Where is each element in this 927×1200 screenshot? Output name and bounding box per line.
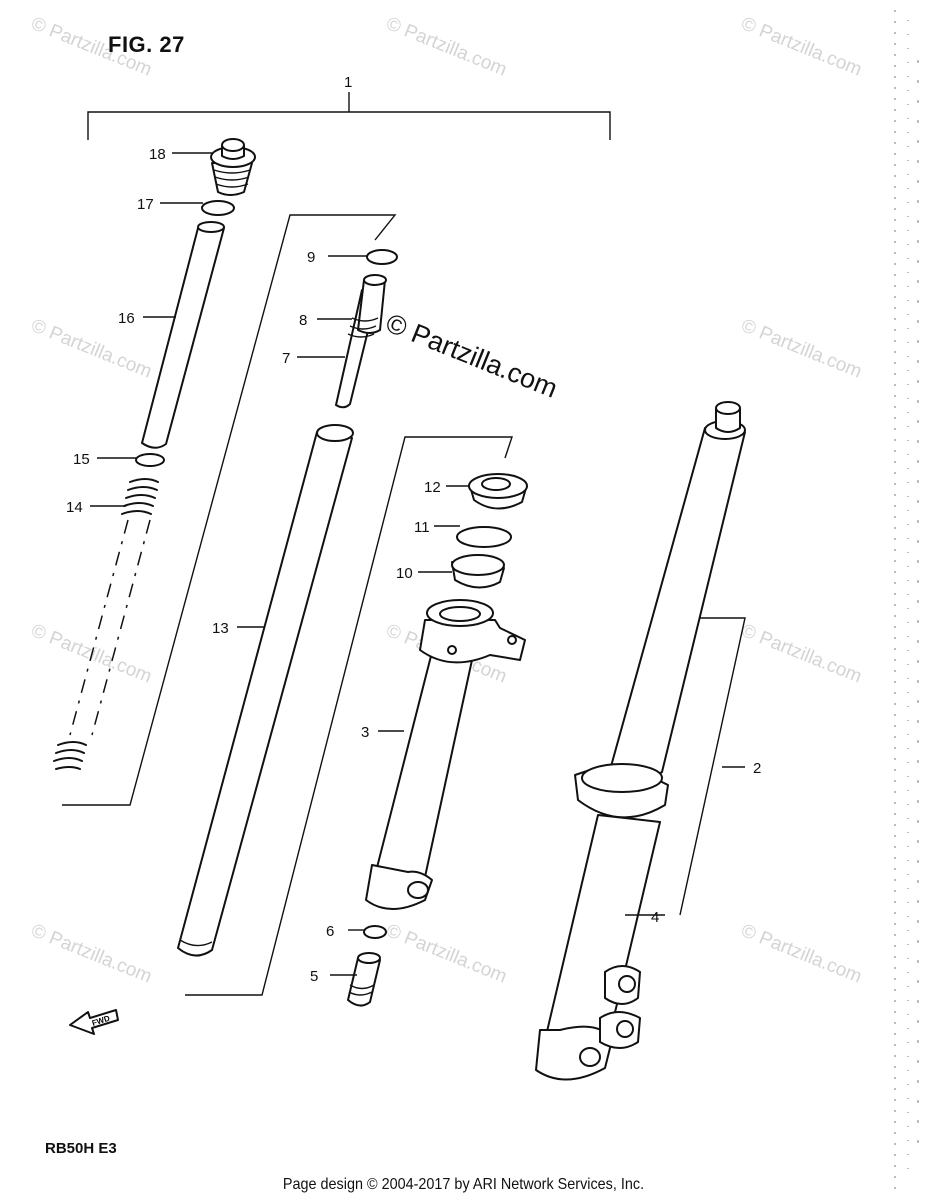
callout-11: 11 <box>414 519 430 536</box>
watermark-tile: © Partzilla.com <box>738 920 865 987</box>
callout-15: 15 <box>73 451 90 468</box>
watermark-tile: © Partzilla.com <box>28 920 155 987</box>
scan-edge-noise <box>894 10 919 1190</box>
callout-8: 8 <box>299 312 307 329</box>
callout-7: 7 <box>282 350 290 367</box>
part-fork-spring <box>53 478 159 770</box>
callout-5: 5 <box>310 968 318 985</box>
callout-3: 3 <box>361 724 369 741</box>
part-ring <box>366 249 398 265</box>
part-circlip <box>456 526 512 548</box>
part-bushing <box>451 554 505 589</box>
model-code: RB50H E3 <box>45 1140 117 1157</box>
callout-16: 16 <box>118 310 135 327</box>
figure-title: FIG. 27 <box>108 32 185 57</box>
bracket-spring-group <box>62 214 397 806</box>
watermark-tile: © Partzilla.com <box>738 620 865 687</box>
callout-labels: 1 2 3 4 5 6 7 8 9 10 11 12 13 14 15 16 1… <box>66 74 761 985</box>
callout-12: 12 <box>424 479 441 496</box>
part-damper-bolt <box>347 952 381 1007</box>
callout-14: 14 <box>66 499 83 516</box>
part-spacer-tube <box>141 221 225 449</box>
watermark-tile: © Partzilla.com <box>383 920 510 987</box>
part-oil-seal <box>468 473 528 510</box>
part-washer <box>135 453 165 467</box>
part-drain-washer <box>363 925 387 939</box>
bracket-outer-group <box>679 617 746 916</box>
part-damper-rod <box>335 274 387 409</box>
part-o-ring <box>201 200 235 216</box>
callout-1: 1 <box>344 74 352 91</box>
leader-lines <box>90 152 745 976</box>
part-cap-bolt <box>210 138 256 196</box>
watermark-center: © Partzilla.com <box>382 308 562 404</box>
watermark-tile: © Partzilla.com <box>383 13 510 80</box>
callout-9: 9 <box>307 249 315 266</box>
watermark-tile: © Partzilla.com <box>738 13 865 80</box>
callout-2: 2 <box>753 760 761 777</box>
watermark-tile: © Partzilla.com <box>738 315 865 382</box>
fwd-arrow-icon: FWD <box>69 1009 119 1035</box>
callout-6: 6 <box>326 923 334 940</box>
page-footer: Page design © 2004-2017 by ARI Network S… <box>282 1176 645 1193</box>
callout-17: 17 <box>137 196 154 213</box>
bracket-inner-tube-group <box>185 436 513 996</box>
part-fork-assembly <box>535 401 746 1081</box>
callout-13: 13 <box>212 620 229 637</box>
callout-18: 18 <box>149 146 166 163</box>
part-inner-tube <box>177 424 354 957</box>
callout-4: 4 <box>651 909 659 926</box>
part-outer-tube <box>365 599 526 910</box>
watermark-tile: © Partzilla.com <box>28 315 155 382</box>
assembly-bracket <box>87 92 611 140</box>
callout-10: 10 <box>396 565 413 582</box>
